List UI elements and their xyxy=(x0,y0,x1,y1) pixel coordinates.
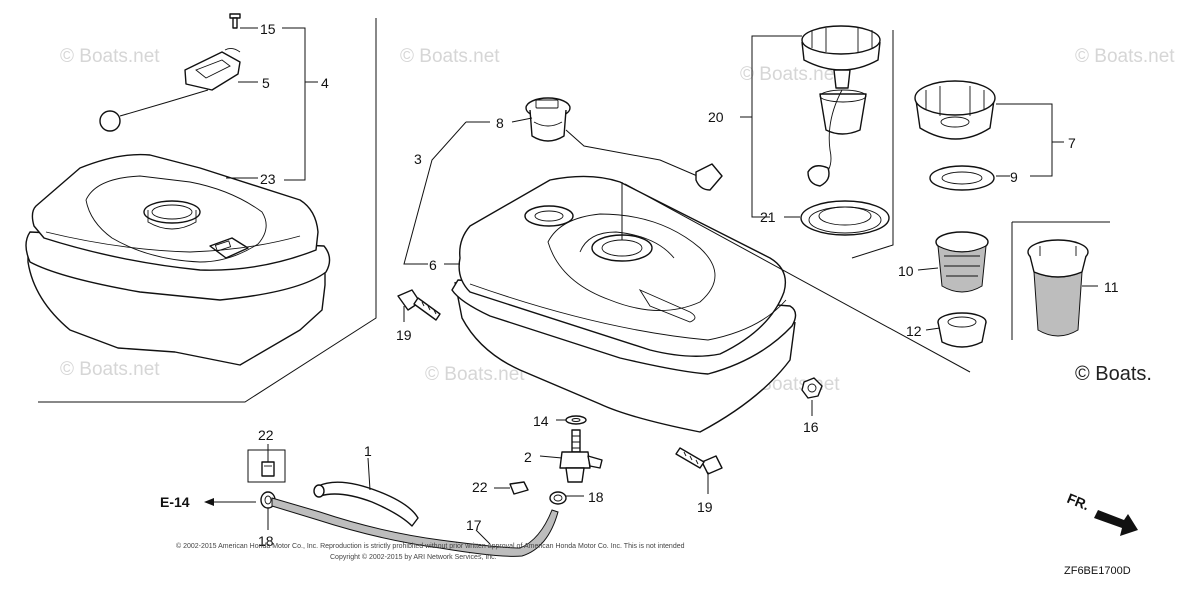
callout-18-center: 18 xyxy=(588,489,604,505)
watermark-5: © Boats.net xyxy=(60,359,160,380)
screw-15 xyxy=(229,13,241,29)
callout-23: 23 xyxy=(260,171,276,187)
gasket-21 xyxy=(800,200,890,236)
callout-12: 12 xyxy=(906,323,922,339)
callout-4: 4 xyxy=(321,75,329,91)
callout-20: 20 xyxy=(708,109,724,125)
fuel-tube-17 xyxy=(271,497,559,557)
callout-2: 2 xyxy=(524,449,532,465)
callouts: 15 5 4 23 8 3 6 19 20 21 7 9 10 11 12 16… xyxy=(258,21,1119,549)
inset-frame-left xyxy=(38,18,377,403)
diagram-code: ZF6BE1700D xyxy=(1064,565,1131,577)
callout-22-center: 22 xyxy=(472,479,488,495)
strainer-10 xyxy=(935,231,989,293)
bolt-19-left xyxy=(397,289,441,321)
clamp-18-center xyxy=(549,491,567,505)
watermark-2: © Boats.net xyxy=(400,46,500,67)
callout-18-left: 18 xyxy=(258,533,274,549)
watermark-3: © Boats.net xyxy=(740,64,840,85)
callout-9: 9 xyxy=(1010,169,1018,185)
callout-7: 7 xyxy=(1068,135,1076,151)
fuel-cap-7 xyxy=(914,80,996,140)
callout-6: 6 xyxy=(429,257,437,273)
inset-frame-filter xyxy=(1011,221,1110,340)
clip-22-left xyxy=(261,461,275,477)
callout-19-right: 19 xyxy=(697,499,713,515)
nut-16 xyxy=(801,377,823,399)
copyright-line-1: © 2002-2015 American Honda Motor Co., In… xyxy=(176,542,685,550)
callout-11: 11 xyxy=(1104,279,1119,295)
leader-lines xyxy=(226,27,1098,545)
e14-reference: E-14 xyxy=(160,494,256,510)
callout-5: 5 xyxy=(262,75,270,91)
callout-16: 16 xyxy=(803,419,819,435)
ring-12 xyxy=(937,312,987,348)
callout-22-left: 22 xyxy=(258,427,274,443)
inset-frame-right xyxy=(851,30,894,259)
strainer-11 xyxy=(1027,239,1089,337)
fuel-cock-2 xyxy=(559,429,603,483)
callout-10: 10 xyxy=(898,263,914,279)
fuel-gauge-left xyxy=(99,47,241,132)
callout-15: 15 xyxy=(260,21,276,37)
callout-3: 3 xyxy=(414,151,422,167)
watermark-1: © Boats.net xyxy=(60,46,160,67)
fuel-hose-1 xyxy=(313,481,419,527)
watermark-corner: © Boats. xyxy=(1075,363,1152,385)
watermarks: © Boats.net © Boats.net © Boats.net © Bo… xyxy=(60,46,1175,395)
watermark-4: © Boats.net xyxy=(1075,46,1175,67)
bolt-19-right xyxy=(675,447,723,475)
callout-17: 17 xyxy=(466,517,482,533)
clip-22-center xyxy=(509,481,529,495)
callout-19-left: 19 xyxy=(396,327,412,343)
callout-8: 8 xyxy=(496,115,504,131)
washer-14 xyxy=(565,415,587,425)
watermark-6: © Boats.net xyxy=(425,364,525,385)
fuel-tank-assembly-left xyxy=(25,153,331,366)
callout-21: 21 xyxy=(760,209,776,225)
callout-14: 14 xyxy=(533,413,549,429)
callout-1: 1 xyxy=(364,443,372,459)
fuel-tank-center xyxy=(451,175,971,433)
e14-label: E-14 xyxy=(160,494,190,510)
front-label: FR. xyxy=(1065,490,1092,513)
gasket-9 xyxy=(929,165,995,191)
inset-frame-small xyxy=(247,449,286,483)
copyright-line-2: Copyright © 2002-2015 by ARI Network Ser… xyxy=(330,553,497,561)
fuel-cap-20 xyxy=(801,25,881,187)
fuel-gauge-center xyxy=(525,97,723,191)
copyright-notice: © 2002-2015 American Honda Motor Co., In… xyxy=(176,542,685,561)
front-arrow: FR. xyxy=(1065,490,1138,536)
